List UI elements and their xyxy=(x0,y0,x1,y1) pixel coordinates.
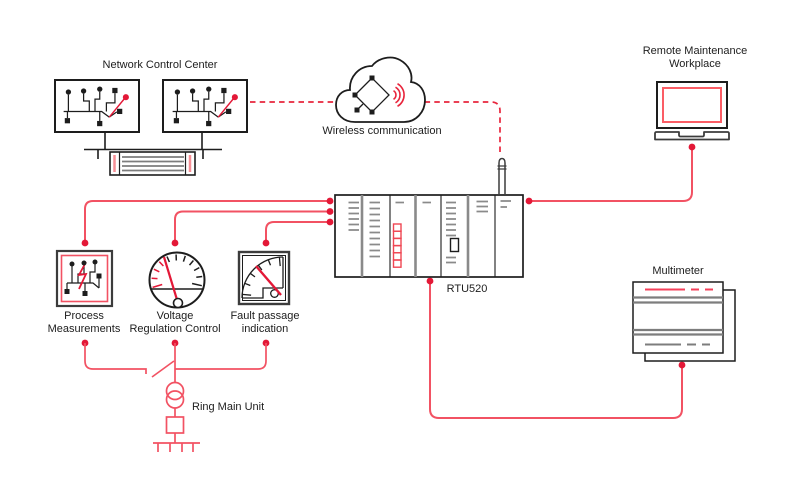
remote-maintenance-workplace-label: Remote Maintenance Workplace xyxy=(615,45,775,71)
scada-diagram-icon xyxy=(55,249,114,308)
label-line: Workplace xyxy=(669,58,721,70)
laptop-icon xyxy=(654,81,730,141)
cloud-wireless-icon xyxy=(335,56,426,123)
voltage-regulation-control-label: Voltage Regulation Control xyxy=(110,310,240,336)
ring-main-unit-label: Ring Main Unit xyxy=(192,401,265,413)
multimeter-icon xyxy=(632,281,736,362)
analog-gauge-icon xyxy=(148,251,206,309)
dual-scada-monitors-icon xyxy=(54,79,248,176)
link-rtu-voltage xyxy=(174,210,330,243)
multimeter-label: Multimeter xyxy=(652,265,704,277)
rtu-rack-icon xyxy=(334,157,524,278)
wireless-communication-label: Wireless communication xyxy=(322,125,442,137)
label-line: indication xyxy=(241,323,289,335)
antenna-icon xyxy=(497,157,507,194)
front-end-server-icon xyxy=(109,151,196,176)
fault-meter-icon xyxy=(237,250,291,306)
link-rtu-process xyxy=(84,200,330,243)
label-line: Regulation Control xyxy=(129,323,221,335)
rtu520-label: RTU520 xyxy=(446,283,488,295)
connection-lines xyxy=(84,147,693,419)
link-rtu-multimeter xyxy=(429,281,683,419)
led-column xyxy=(392,223,402,268)
link-rtu-laptop xyxy=(529,147,693,202)
wireless-waves-icon xyxy=(392,83,405,107)
fault-passage-indication-label: Fault passage indication xyxy=(205,310,325,336)
monitor-left xyxy=(54,79,140,133)
process-measurements-label: Process Measurements xyxy=(24,310,144,336)
label-line: Voltage xyxy=(156,310,194,322)
label-line: Process xyxy=(64,310,104,322)
network-control-center-label: Network Control Center xyxy=(102,59,218,71)
label-line: Measurements xyxy=(47,323,121,335)
label-line: Remote Maintenance xyxy=(642,45,748,57)
link-rtu-fault xyxy=(265,221,330,243)
label-line: Fault passage xyxy=(230,310,300,322)
transformer-schematic-icon xyxy=(84,343,267,452)
monitor-right xyxy=(162,79,248,133)
dashed-wireless-link xyxy=(250,101,501,155)
